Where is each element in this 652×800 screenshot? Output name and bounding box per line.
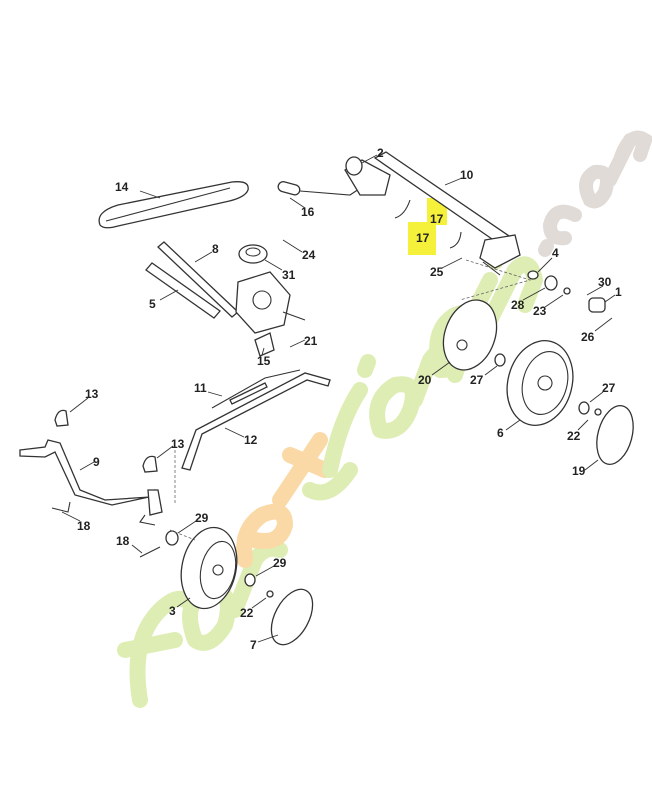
part-label[interactable]: 15 — [257, 354, 271, 368]
part-label[interactable]: 6 — [497, 426, 504, 440]
part-label[interactable]: 29 — [273, 556, 287, 570]
part-label[interactable]: 27 — [470, 373, 484, 387]
cover-7 — [270, 588, 314, 646]
part-label[interactable]: 30 — [598, 275, 612, 289]
nut-27 — [494, 353, 590, 415]
part-label[interactable]: 28 — [511, 298, 525, 312]
part-label[interactable]: 18 — [116, 534, 130, 548]
bushing-2 — [345, 156, 363, 176]
leader-lines — [61, 154, 616, 643]
part-label[interactable]: 3 — [169, 604, 176, 618]
bracket-15 — [254, 332, 275, 357]
wheel-3 — [180, 526, 238, 610]
gearbox — [235, 271, 306, 334]
cable-11 — [211, 369, 301, 409]
pulley-31 — [238, 244, 268, 264]
part-label[interactable]: 9 — [93, 455, 100, 469]
part-label[interactable]: 8 — [212, 242, 219, 256]
spring-17b — [449, 231, 462, 249]
cover-19 — [596, 405, 634, 465]
handle-16 — [277, 181, 366, 196]
part-label[interactable]: 14 — [115, 180, 129, 194]
part-label[interactable]: 19 — [572, 464, 586, 478]
pin-18 — [51, 501, 161, 558]
part-label[interactable]: 7 — [250, 638, 257, 652]
spring-17a — [394, 199, 411, 219]
part-label[interactable]: 18 — [77, 519, 91, 533]
bushing-29 — [165, 530, 256, 587]
part-label[interactable]: 13 — [85, 387, 99, 401]
part-label[interactable]: 26 — [581, 330, 595, 344]
shaft-5 — [145, 262, 221, 319]
washer-4 — [527, 270, 539, 280]
watermark-logo — [117, 130, 652, 708]
part-label-highlighted[interactable]: 17 — [416, 231, 430, 245]
part-label[interactable]: 11 — [194, 381, 207, 395]
handle-12 — [181, 372, 331, 471]
part-label[interactable]: 5 — [149, 297, 156, 311]
nut-22 — [266, 408, 602, 598]
belt-14 — [98, 181, 249, 229]
part-label[interactable]: 13 — [171, 437, 185, 451]
part-label[interactable]: 2 — [377, 146, 384, 160]
ring-23 — [563, 287, 571, 295]
part-label[interactable]: 24 — [302, 248, 316, 262]
part-label[interactable]: 4 — [552, 246, 559, 260]
part-label-highlighted[interactable]: 17 — [430, 212, 444, 226]
part-label[interactable]: 20 — [418, 373, 432, 387]
part-label[interactable]: 22 — [240, 606, 254, 620]
cap-1 — [588, 297, 606, 313]
part-label[interactable]: 27 — [602, 381, 616, 395]
part-label[interactable]: 22 — [567, 429, 581, 443]
part-label[interactable]: 16 — [301, 205, 315, 219]
disc-20 — [442, 299, 498, 371]
clip-13 — [54, 409, 158, 473]
highlight-17b — [408, 222, 436, 255]
part-label[interactable]: 31 — [282, 268, 296, 282]
part-label[interactable]: 21 — [304, 334, 318, 348]
part-label[interactable]: 25 — [430, 265, 444, 279]
part-label[interactable]: 23 — [533, 304, 547, 318]
part-label[interactable]: 10 — [460, 168, 474, 182]
wheel-6 — [506, 339, 574, 427]
lever-9 — [19, 439, 163, 526]
bearing-28 — [544, 275, 558, 291]
part-label[interactable]: 29 — [195, 511, 209, 525]
part-label[interactable]: 1 — [615, 285, 622, 299]
part-label[interactable]: 12 — [244, 433, 258, 447]
